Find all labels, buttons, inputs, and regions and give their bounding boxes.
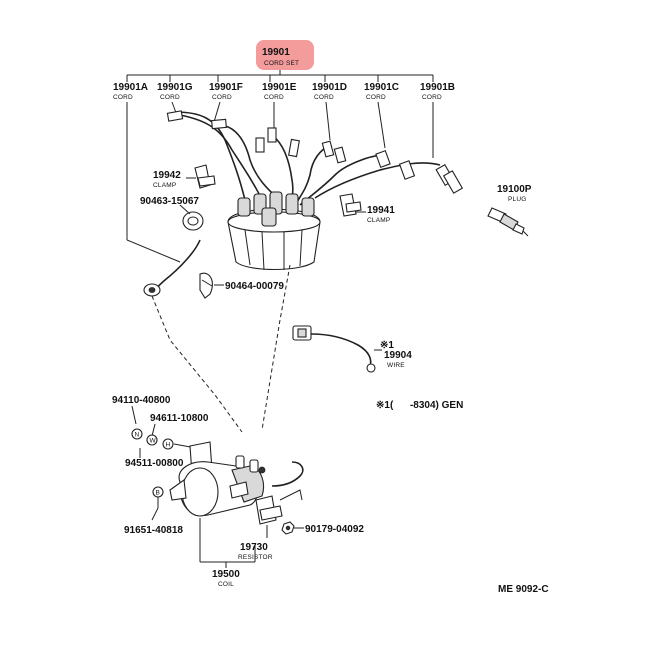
part-90464-number: 90464-00079 bbox=[225, 281, 284, 292]
clamp-19941-number: 19941 bbox=[367, 205, 395, 216]
coil-sub: COIL bbox=[218, 581, 234, 588]
coil-number: 19500 bbox=[212, 569, 240, 580]
cord-c-sub: CORD bbox=[366, 94, 386, 101]
leader-91651 bbox=[151, 507, 159, 521]
svg-text:B: B bbox=[156, 490, 161, 497]
clamp-19941[interactable] bbox=[339, 193, 362, 217]
plug-number: 19100P bbox=[497, 184, 532, 195]
cord-set-sub: CORD SET bbox=[264, 60, 299, 67]
cord-g-sub: CORD bbox=[160, 94, 180, 101]
resistor-sub: RESISTOR bbox=[238, 554, 273, 561]
cord-a-number: 19901A bbox=[113, 82, 148, 93]
part-90463-number: 90463-15067 bbox=[140, 196, 199, 207]
svg-text:N: N bbox=[135, 432, 140, 439]
spark-plug[interactable] bbox=[487, 207, 529, 237]
cord-c-number: 19901C bbox=[364, 82, 399, 93]
reference-code: ME 9092-C bbox=[498, 584, 549, 595]
clamp-19942[interactable] bbox=[194, 164, 216, 189]
cord-b-sub: CORD bbox=[422, 94, 442, 101]
washer-h[interactable]: H bbox=[162, 438, 174, 450]
resistor-19730[interactable] bbox=[255, 461, 304, 525]
leader-94110 bbox=[131, 405, 137, 425]
cord-f-number: 19901F bbox=[209, 82, 243, 93]
svg-text:H: H bbox=[166, 442, 171, 449]
svg-text:W: W bbox=[150, 438, 157, 445]
grommet-90463[interactable] bbox=[182, 211, 204, 231]
leader-94611 bbox=[151, 423, 156, 437]
cord-set-number: 19901 bbox=[262, 47, 290, 58]
nut-n[interactable]: N bbox=[131, 428, 143, 440]
part-94611-number: 94611-10800 bbox=[150, 413, 209, 424]
resistor-number: 19730 bbox=[240, 542, 268, 553]
part-94511-number: 94511-00800 bbox=[125, 458, 184, 469]
bottom-brackets bbox=[199, 518, 268, 568]
plug-sub: PLUG bbox=[508, 196, 527, 203]
dashed-connectors bbox=[151, 264, 291, 433]
cord-set-bracket bbox=[126, 70, 434, 82]
cord-e-number: 19901E bbox=[262, 82, 297, 93]
clamp-19942-number: 19942 bbox=[153, 170, 181, 181]
cord-a-sub: CORD bbox=[113, 94, 133, 101]
part-90179-number: 90179-04092 bbox=[305, 524, 364, 535]
clamp-19942-sub: CLAMP bbox=[153, 182, 176, 189]
grommet-leader bbox=[179, 204, 191, 215]
cord-d-number: 19901D bbox=[312, 82, 347, 93]
wire-19904[interactable] bbox=[292, 325, 376, 373]
distributor-cap[interactable] bbox=[227, 191, 321, 271]
cord-g-number: 19901G bbox=[157, 82, 193, 93]
bolt-90179[interactable] bbox=[281, 521, 295, 535]
part-94110-number: 94110-40800 bbox=[112, 395, 171, 406]
wire-mark: ※1 bbox=[380, 340, 394, 351]
ignition-coil[interactable] bbox=[169, 441, 266, 517]
cord-d-sub: CORD bbox=[314, 94, 334, 101]
cord-e-sub: CORD bbox=[264, 94, 284, 101]
bolt-b[interactable]: B bbox=[152, 486, 164, 508]
gen-note: ※1( -8304) GEN bbox=[376, 400, 463, 411]
cord-b-number: 19901B bbox=[420, 82, 455, 93]
wire-number: 19904 bbox=[384, 350, 412, 361]
wire-sub: WIRE bbox=[387, 362, 405, 369]
cord-terminal[interactable] bbox=[143, 283, 161, 297]
cord-set-highlight[interactable] bbox=[256, 40, 314, 70]
part-91651-number: 91651-40818 bbox=[124, 525, 183, 536]
cord-f-sub: CORD bbox=[212, 94, 232, 101]
washer-w[interactable]: W bbox=[146, 434, 158, 446]
clip-90464[interactable] bbox=[199, 272, 213, 299]
clamp-19941-sub: CLAMP bbox=[367, 217, 390, 224]
